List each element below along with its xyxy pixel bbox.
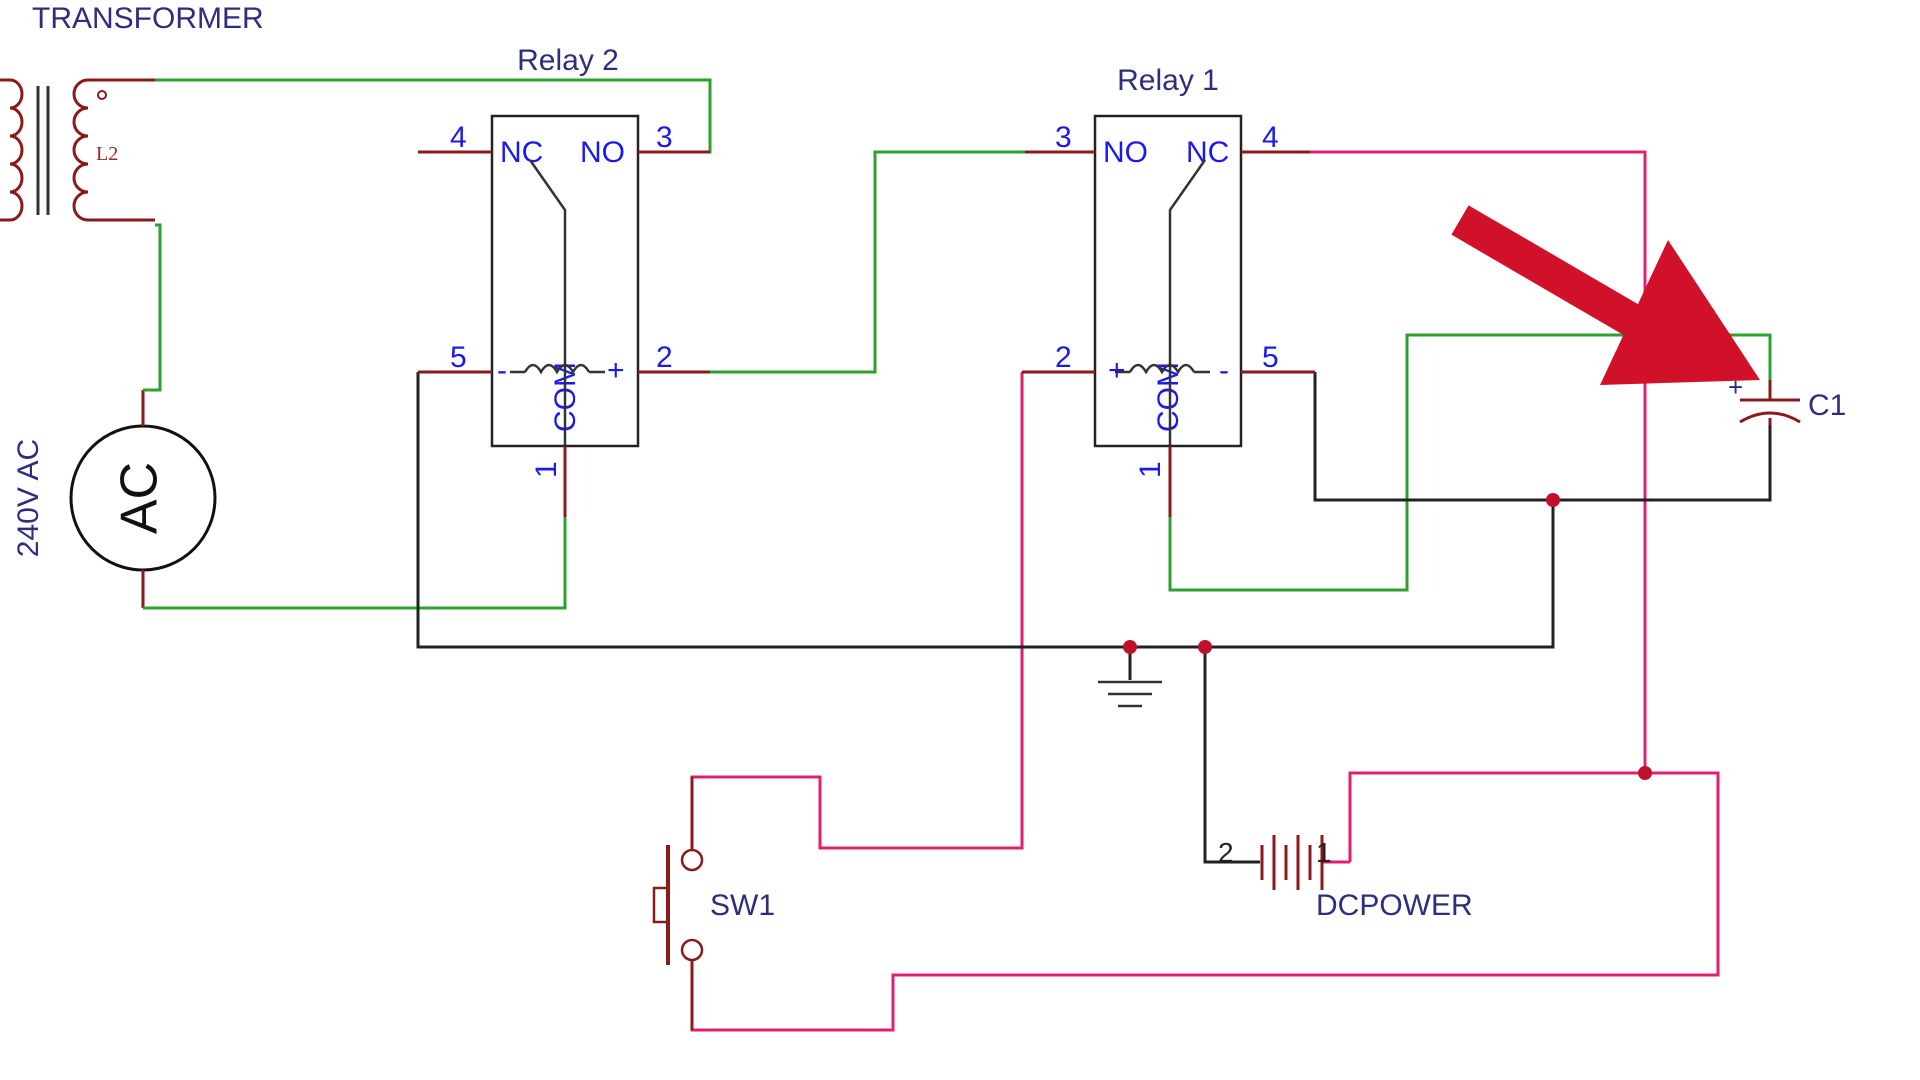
ac-wiring xyxy=(143,78,1772,610)
junction-dot xyxy=(1638,766,1652,780)
wire-l2-to-ac-source xyxy=(143,223,162,392)
dc-power-label: DCPOWER xyxy=(1316,889,1473,922)
relay1-pin3: 3 xyxy=(1055,121,1072,154)
relay2-label: Relay 2 xyxy=(517,44,619,77)
wire-relay1-coil-to-c1 xyxy=(1313,372,1772,502)
switch-label: SW1 xyxy=(710,889,775,922)
dc-pin1: 1 xyxy=(1316,837,1332,868)
transformer: TRANSFORMER L2 xyxy=(0,2,264,222)
callout-arrow-icon xyxy=(1451,205,1760,385)
relay-1: Relay 1 3 4 2 5 1 NO NC COM + - xyxy=(1022,64,1315,517)
relay2-coil-minus: - xyxy=(497,354,507,387)
dc-power: 2 1 DCPOWER xyxy=(1218,835,1473,922)
capacitor-label: C1 xyxy=(1808,389,1846,422)
ac-source: AC 240V AC xyxy=(12,390,217,608)
relay2-pin5: 5 xyxy=(450,341,467,374)
relay2-coil-icon xyxy=(510,363,605,375)
relay2-pin3: 3 xyxy=(656,121,673,154)
wire-relay1-nc-to-dc xyxy=(1310,150,1647,773)
relay1-com-label: COM xyxy=(1152,362,1185,432)
transformer-label: TRANSFORMER xyxy=(32,2,264,35)
junction-dot xyxy=(1198,640,1212,654)
wire-ac-to-relay2-com xyxy=(143,517,567,610)
coil-l2-label: L2 xyxy=(96,143,118,165)
relay1-label: Relay 1 xyxy=(1117,64,1219,97)
wire-sw1-to-relay1-coil xyxy=(690,372,1024,860)
wire-dc-to-dcpower xyxy=(1348,771,1645,862)
wire-relay1-com-to-c1 xyxy=(1168,333,1772,592)
relay2-switch-arm xyxy=(528,159,567,445)
relay1-pin4: 4 xyxy=(1262,121,1279,154)
switch-terminal xyxy=(680,938,704,962)
relay2-pin1: 1 xyxy=(530,461,563,478)
relay1-pin1: 1 xyxy=(1134,461,1167,478)
relay1-coil-plus: + xyxy=(1108,354,1126,387)
source-voltage-label: 240V AC xyxy=(12,439,45,557)
junction-dot xyxy=(1123,640,1137,654)
relay2-coil-plus: + xyxy=(607,354,625,387)
relay1-no-label: NO xyxy=(1103,136,1148,169)
relay1-pin5: 5 xyxy=(1262,341,1279,374)
wire-relay2-to-relay1-no xyxy=(710,150,1025,374)
ground-icon xyxy=(1098,680,1162,708)
wire-ground-bus xyxy=(416,372,1555,649)
relay1-pin2: 2 xyxy=(1055,341,1072,374)
relay1-nc-label: NC xyxy=(1186,136,1229,169)
wire-ground-to-dcpower xyxy=(1203,647,1232,864)
switch-sw1: SW1 xyxy=(652,777,775,1030)
relay-2: Relay 2 4 3 5 2 1 NC NO COM - + xyxy=(418,44,710,517)
capacitor-curved-plate xyxy=(1739,411,1801,424)
relay1-body xyxy=(1093,114,1243,448)
switch-button-icon xyxy=(652,886,670,924)
transformer-primary-coil xyxy=(0,78,24,222)
transformer-secondary-coil xyxy=(72,78,155,222)
dc-pin2: 2 xyxy=(1218,837,1234,868)
junction-dot xyxy=(1546,493,1560,507)
relay2-no-label: NO xyxy=(580,136,625,169)
relay2-pin2: 2 xyxy=(656,341,673,374)
polarity-dot xyxy=(97,90,107,100)
relay1-coil-minus: - xyxy=(1219,354,1229,387)
relay1-coil-icon xyxy=(1115,363,1210,375)
relay2-pin4: 4 xyxy=(450,121,467,154)
relay1-switch-arm xyxy=(1168,159,1207,445)
switch-terminal xyxy=(680,848,704,872)
ac-label: AC xyxy=(111,462,169,534)
relay2-nc-label: NC xyxy=(500,136,543,169)
